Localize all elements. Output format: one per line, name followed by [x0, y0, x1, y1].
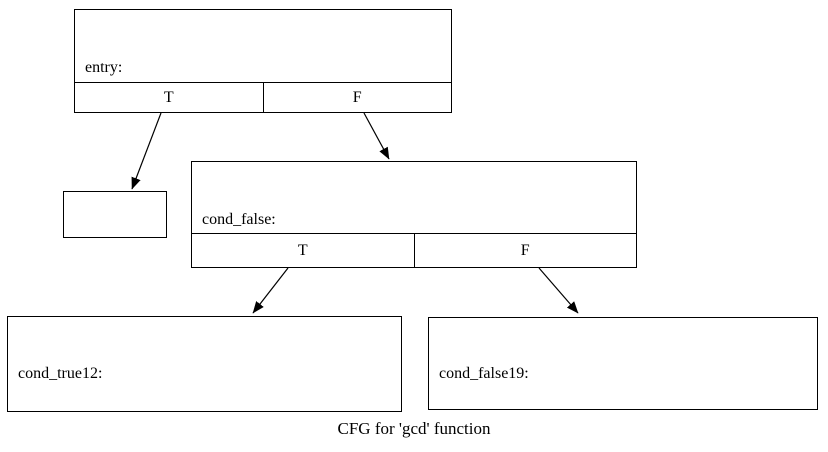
node-cond-true12: cond_true12: %tmp15 = sub i32 %y, %x %tm… — [7, 316, 402, 412]
port-true: T — [75, 83, 264, 112]
edge-entry-false-to-cond-false — [363, 112, 390, 160]
node-return: return: ret i32 %x — [63, 191, 167, 238]
basic-block-label: cond_true12: — [18, 365, 103, 382]
basic-block-label: cond_false: — [202, 211, 276, 228]
basic-block-body: return: ret i32 %x — [64, 192, 166, 237]
node-cond-false19: cond_false19: %tmp22 = sub i32 %x, %y %t… — [428, 317, 818, 410]
edge-entry-true-to-return — [131, 112, 162, 190]
node-cond-false: cond_false: %tmp9 = icmp ult i32 %x, %y … — [191, 161, 637, 268]
basic-block-body: cond_false: %tmp9 = icmp ult i32 %x, %y … — [192, 162, 636, 233]
basic-block-body: cond_true12: %tmp15 = sub i32 %y, %x %tm… — [8, 317, 401, 411]
port-true: T — [192, 234, 415, 267]
branch-ports: T F — [75, 82, 451, 112]
basic-block-label: return: — [74, 236, 156, 237]
basic-block-label: cond_false19: — [439, 365, 529, 382]
basic-block-body: entry: %tmp3 = icmp eq i32 %x, %y br i1 … — [75, 10, 451, 82]
node-entry: entry: %tmp3 = icmp eq i32 %x, %y br i1 … — [74, 9, 452, 113]
port-false: F — [352, 88, 362, 106]
basic-block-label: entry: — [85, 59, 123, 76]
port-false: F — [520, 241, 530, 259]
branch-ports: T F — [192, 233, 636, 267]
edge-cond-false-false-to-cond-false19 — [538, 267, 579, 314]
graph-caption: CFG for 'gcd' function — [337, 419, 491, 438]
basic-block-body: cond_false19: %tmp22 = sub i32 %x, %y %t… — [429, 318, 817, 409]
edge-cond-false-true-to-cond-true12 — [252, 267, 289, 314]
